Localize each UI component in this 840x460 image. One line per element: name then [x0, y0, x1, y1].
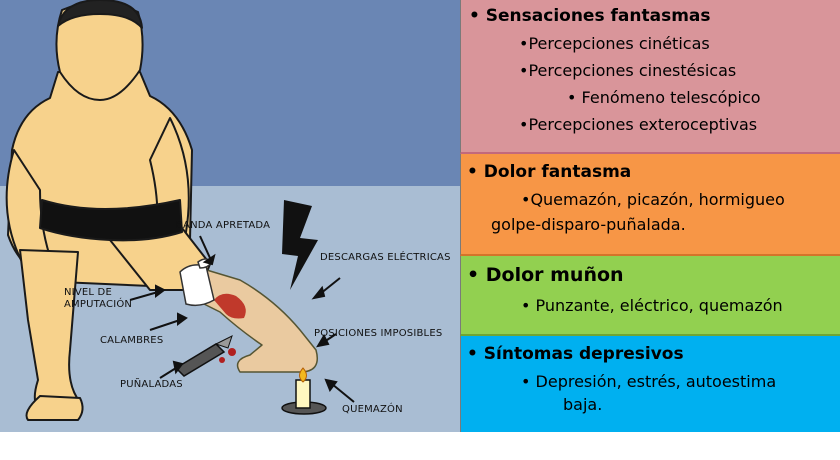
panel-title: • Síntomas depresivos [467, 344, 684, 364]
panel-item: • Depresión, estrés, autoestima [521, 372, 777, 391]
label-banda-apretada: BANDA APRETADA [176, 220, 271, 231]
panel-title: • Sensaciones fantasmas [469, 6, 711, 26]
panel-item: • Punzante, eléctrico, quemazón [521, 296, 783, 315]
hair-figure [57, 0, 143, 29]
bandage-figure [179, 264, 215, 307]
panel-sensaciones-fantasmas: • Sensaciones fantasmas •Percepciones ci… [460, 0, 840, 154]
panel-item: •Percepciones exteroceptivas [519, 115, 758, 134]
label-amputacion: AMPUTACIÓN [64, 299, 133, 310]
panel-title: • Dolor fantasma [467, 162, 632, 182]
panel-title: • Dolor muñon [467, 264, 624, 286]
panel-dolor-munon: • Dolor muñon • Punzante, eléctrico, que… [460, 256, 840, 336]
label-descargas-electricas: DESCARGAS ELÉCTRICAS [320, 252, 451, 263]
phantom-limb-illustration: BANDA APRETADA DESCARGAS ELÉCTRICAS NIVE… [0, 0, 460, 432]
blood-drop-figure [228, 348, 236, 356]
burn-mark-figure [214, 293, 246, 319]
label-nivel-de: NIVEL DE [64, 287, 112, 298]
label-quemazon: QUEMAZÓN [342, 404, 403, 415]
panel-item: •Percepciones cinéticas [519, 34, 710, 53]
panel-item: golpe-disparo-puñalada. [491, 215, 686, 234]
label-calambres: CALAMBRES [100, 335, 164, 346]
blood-drop-figure [219, 357, 225, 363]
underwear-figure [39, 199, 183, 242]
panel-item: •Percepciones cinestésicas [519, 61, 737, 80]
panel-item: •Quemazón, picazón, hormigueo [521, 190, 785, 209]
panel-item: baja. [563, 395, 603, 414]
illustration-drawing [0, 0, 460, 432]
knife-figure [174, 335, 233, 377]
lightning-bolt-figure [282, 200, 318, 290]
panel-dolor-fantasma: • Dolor fantasma •Quemazón, picazón, hor… [460, 154, 840, 256]
candle-figure [281, 367, 327, 415]
label-posiciones-imposibles: POSICIONES IMPOSIBLES [314, 328, 443, 339]
left-foot-figure [25, 395, 84, 421]
panel-sintomas-depresivos: • Síntomas depresivos • Depresión, estré… [460, 336, 840, 432]
label-punaladas: PUÑALADAS [120, 379, 183, 390]
panel-item: • Fenómeno telescópico [567, 88, 761, 107]
